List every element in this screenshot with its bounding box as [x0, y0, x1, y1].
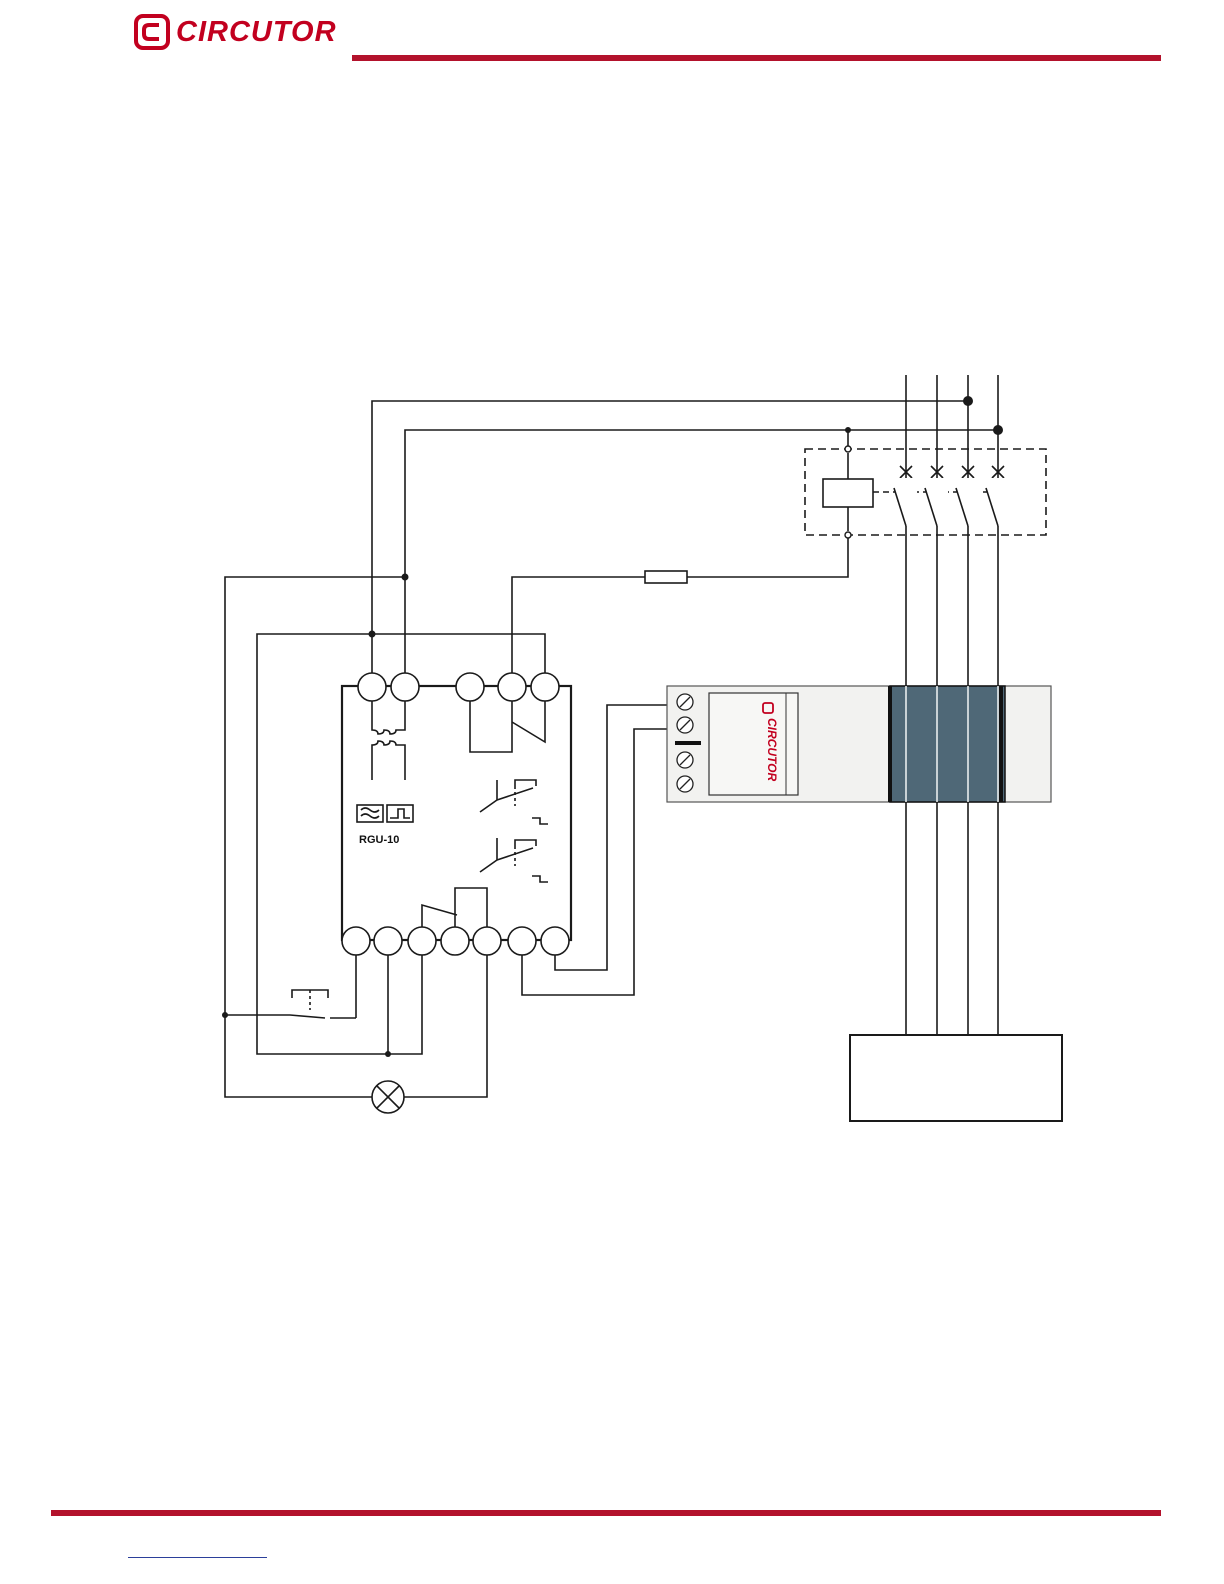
device-label: RGU-10 — [359, 834, 399, 846]
transformer-brand: CIRCUTOR — [765, 718, 779, 781]
footer-rule — [51, 1510, 1161, 1516]
footer-link-underline — [128, 1557, 267, 1558]
rgu-10-device — [342, 673, 571, 955]
trip-circuit — [512, 535, 848, 675]
load-box — [850, 1035, 1062, 1121]
toroidal-transformer: CIRCUTOR — [667, 686, 1051, 802]
circuit-breaker — [805, 449, 1046, 535]
signal-lamp-icon — [372, 1081, 404, 1113]
